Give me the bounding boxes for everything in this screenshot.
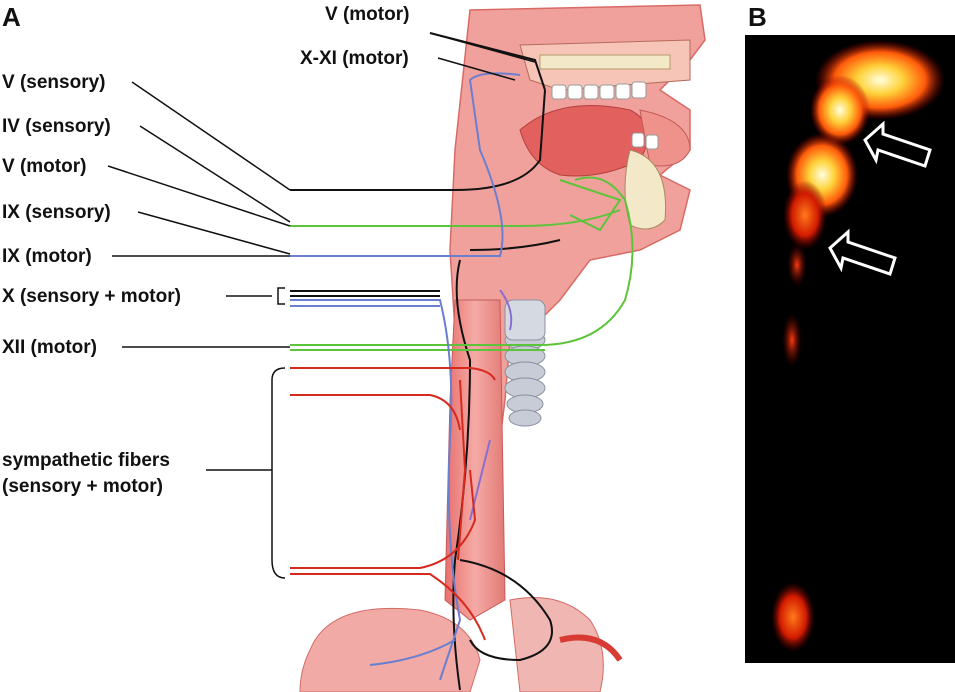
leader-v-motor-top [429,32,536,63]
panel-a-label: A [2,2,21,32]
sympathetic-nerve-3 [290,469,477,569]
nerve-pathways [290,32,634,691]
bracket-x [277,287,285,305]
label-x-xi-motor: X-XI (motor) [300,48,409,69]
leader-v-sensory [131,81,291,191]
leader-ix-sensory [137,211,291,255]
purple-nerve [469,289,513,521]
x-blue-nerve-1 [290,299,462,681]
label-v-sensory: V (sensory) [2,72,105,93]
panel-b: B [745,2,955,663]
arrow-lower [828,228,897,276]
leader-v-motor [107,165,291,227]
stomach-fold [509,597,604,692]
v-sensory-nerve [290,89,546,191]
label-xii-motor: XII (motor) [2,337,97,358]
labels: A V (motor) X-XI (motor) V (sensory) IV … [2,2,409,497]
scintigraphy-hotspots [771,40,945,652]
sympathetic-chain [457,379,467,561]
sympathetic-nerve-2 [290,394,461,431]
bracket-sympathetic [271,367,286,579]
label-ix-motor: IX (motor) [2,246,92,267]
blood-vessel [559,634,623,662]
anatomy-illustration [299,4,706,692]
arrow-annotations [828,120,932,276]
leader-x-xi-motor [437,57,516,81]
panel-b-label: B [748,2,767,32]
upper-teeth [551,81,647,100]
label-iv-sensory: IV (sensory) [2,116,111,137]
vagal-branch [459,559,553,662]
label-sympathetic-line2: (sensory + motor) [2,476,163,497]
lower-lip [639,109,691,167]
leader-iv-sensory [139,125,291,223]
ix-motor-branch [469,239,561,251]
hard-palate [539,54,671,70]
blue-branch-lower [369,639,456,666]
xii-nerve [290,176,634,346]
mandible [624,149,667,230]
label-ix-sensory: IX (sensory) [2,202,111,223]
sympathetic-nerve-1 [290,367,496,381]
label-sympathetic-line1: sympathetic fibers [2,450,170,471]
label-leaders [107,32,536,579]
arrow-upper [863,120,932,168]
green-branch [559,179,622,232]
lower-teeth [631,132,659,150]
thyroid-cartilage [504,299,546,341]
label-x-sensory-motor: X (sensory + motor) [2,286,181,307]
sympathetic-nerve-4 [290,573,486,641]
label-v-motor: V (motor) [2,156,86,177]
label-v-motor-top: V (motor) [325,4,409,25]
